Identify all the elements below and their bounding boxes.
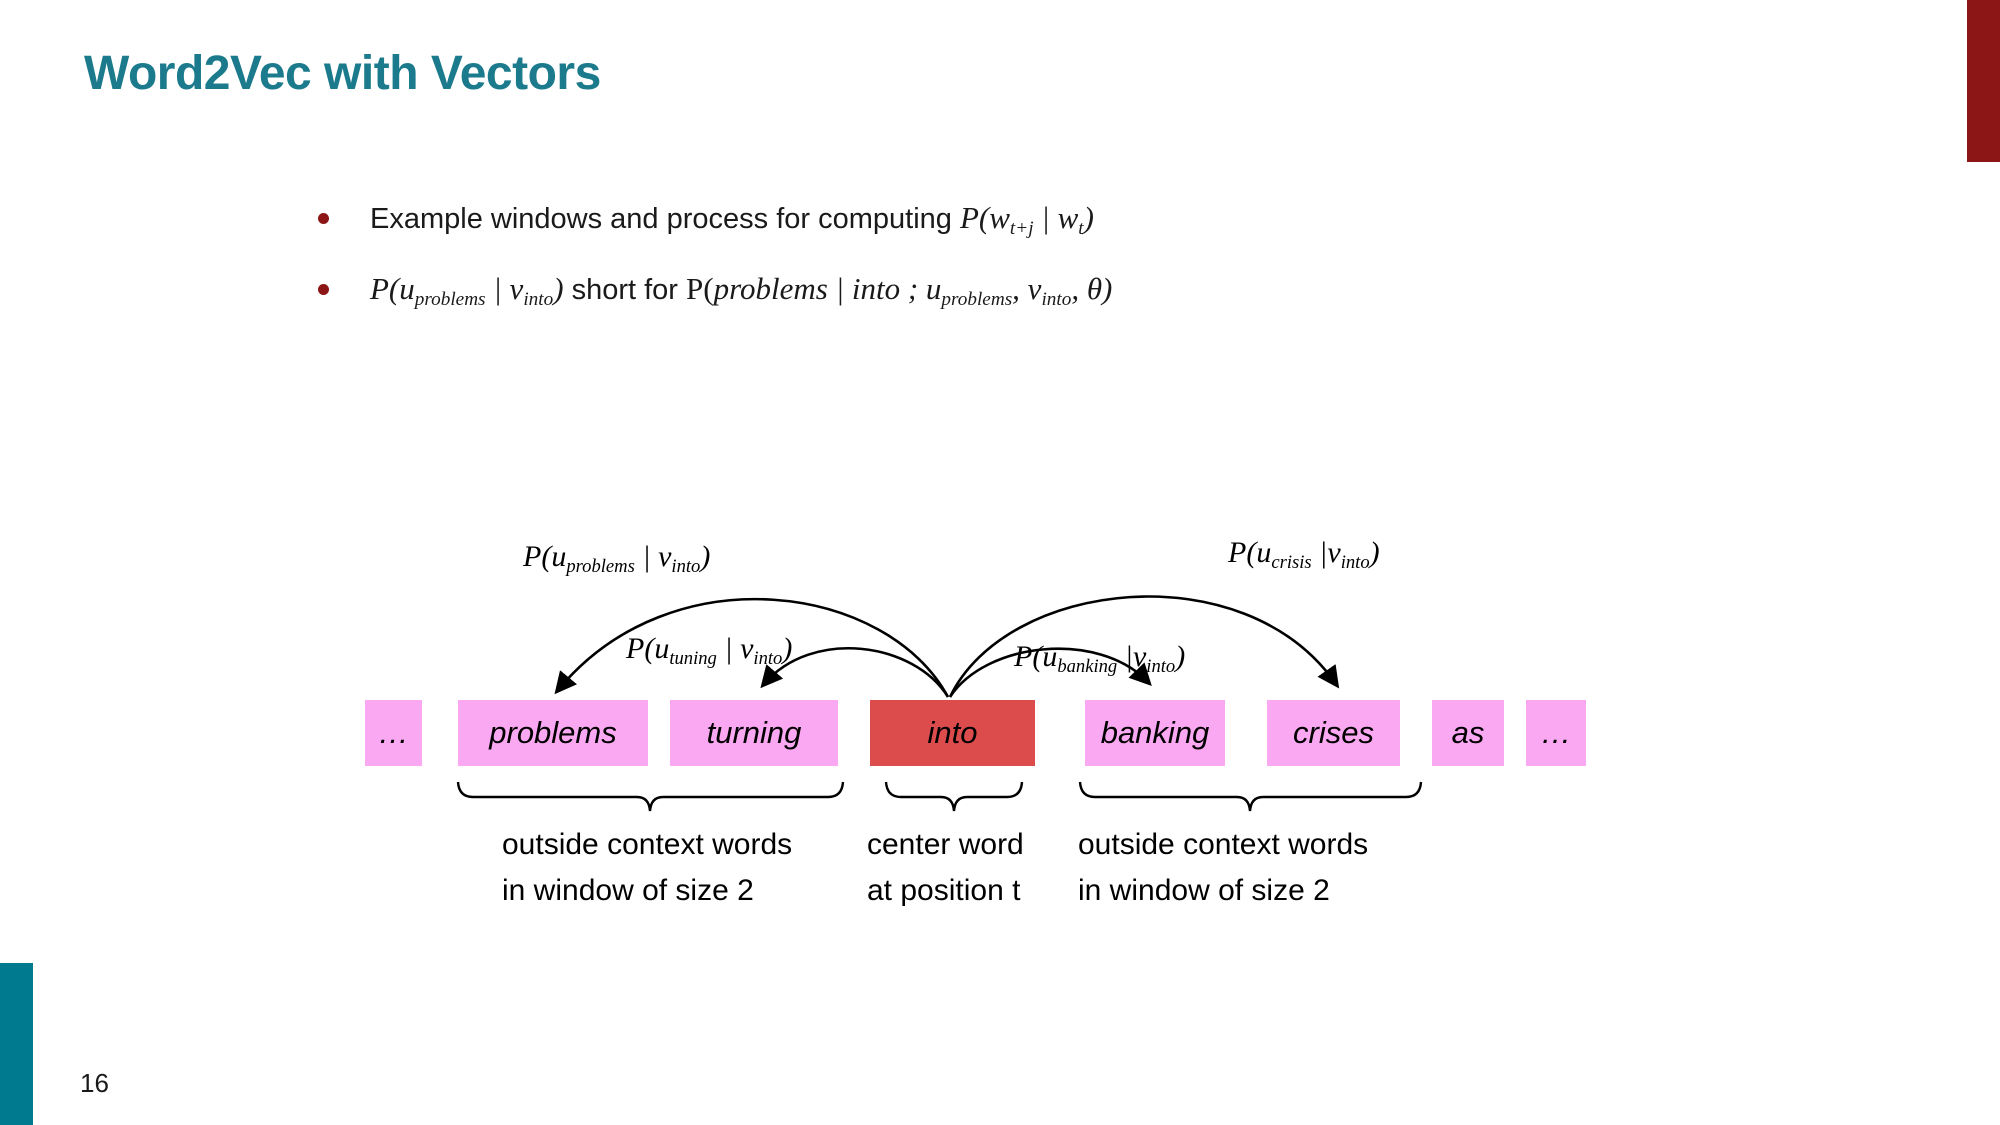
bullet-item-2: P(uproblems | vinto) short for P(problem… xyxy=(318,256,1112,322)
math-expression: P(wt+j | wt) xyxy=(959,200,1094,239)
word-box-turning: turning xyxy=(670,700,838,766)
caption-line: in window of size 2 xyxy=(502,874,754,907)
page-title: Word2Vec with Vectors xyxy=(84,47,601,100)
word-box-ellipsis-left: … xyxy=(365,700,422,766)
bullet-text: P(uproblems | vinto) short for P(problem… xyxy=(370,271,1113,310)
top-right-accent-bar xyxy=(1967,0,2000,162)
page-number: 16 xyxy=(80,1068,109,1098)
bullet-text: Example windows and process for computin… xyxy=(370,200,1094,239)
bullet-item-1: Example windows and process for computin… xyxy=(318,190,1094,246)
word-box-problems: problems xyxy=(458,700,648,766)
word-box-banking: banking xyxy=(1085,700,1225,766)
caption-center: center word at position t xyxy=(867,822,1024,914)
arc-label-crisis: P(ucrisis |vinto) xyxy=(1228,536,1380,573)
math-expression: P(uproblems | vinto) xyxy=(370,271,564,310)
bullet-dot xyxy=(318,283,329,295)
caption-line: outside context words xyxy=(1078,828,1369,861)
arc-label-banking: P(ubanking |vinto) xyxy=(1014,640,1186,677)
arc-label-problems: P(uproblems | vinto) xyxy=(523,540,711,577)
caption-right: outside context words in window of size … xyxy=(1078,822,1368,914)
caption-left: outside context words in window of size … xyxy=(502,822,792,914)
word-box-into-center: into xyxy=(870,700,1035,766)
arc-into-problems xyxy=(554,597,950,698)
word-box-ellipsis-right: … xyxy=(1526,700,1586,766)
bottom-left-accent-bar xyxy=(0,963,33,1125)
bullet1-lead: Example windows and process for computin… xyxy=(370,203,960,235)
word-box-as: as xyxy=(1432,700,1504,766)
underbrace-right xyxy=(1078,781,1423,812)
arc-into-crises xyxy=(948,595,1340,698)
arc-label-tuning: P(utuning | vinto) xyxy=(626,632,793,669)
caption-line: at position t xyxy=(867,874,1021,907)
bullet2-mid: short for xyxy=(563,274,687,306)
caption-line: in window of size 2 xyxy=(1078,874,1330,907)
caption-line: outside context words xyxy=(502,828,793,861)
underbrace-center xyxy=(884,781,1024,812)
arc-into-banking xyxy=(948,647,1152,698)
word-box-crises: crises xyxy=(1267,700,1400,766)
math-expression: P(problems | into ; uproblems, vinto, θ) xyxy=(686,271,1113,310)
arc-into-turning xyxy=(760,646,950,698)
bullet-dot xyxy=(318,212,329,224)
underbrace-left xyxy=(456,781,845,812)
caption-line: center word xyxy=(867,828,1024,861)
